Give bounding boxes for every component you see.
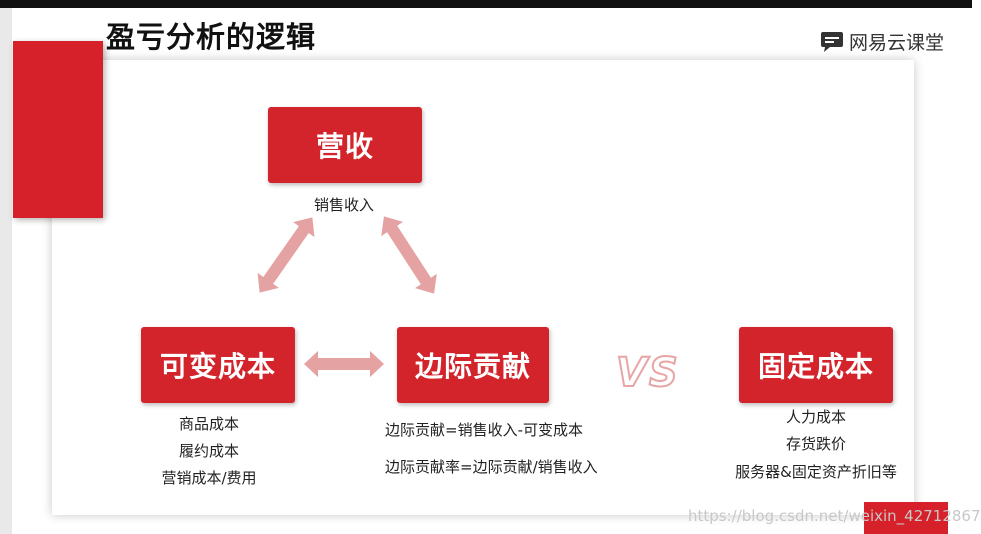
- node-contribution: 边际贡献: [397, 327, 549, 403]
- fixed-cost-item: 存货跌价: [785, 435, 846, 453]
- node-contribution-label: 边际贡献: [414, 350, 531, 383]
- node-revenue: 营收: [268, 107, 422, 183]
- brand-logo: 网易云课堂: [820, 28, 944, 55]
- contribution-formula: 边际贡献率=边际贡献/销售收入: [385, 458, 598, 476]
- node-revenue-desc: 销售收入: [314, 196, 375, 214]
- double-arrow-variable-cost-contribution: [304, 351, 384, 377]
- node-variable-cost: 可变成本: [141, 327, 295, 403]
- top-bar: [0, 0, 972, 8]
- node-revenue-label: 营收: [315, 130, 374, 163]
- variable-cost-item: 商品成本: [178, 415, 239, 433]
- decorative-red-block: [13, 41, 103, 218]
- watermark-text: https://blog.csdn.net/weixin_42712867: [688, 507, 981, 525]
- node-fixed-cost: 固定成本: [739, 327, 893, 403]
- slide-card: [52, 60, 914, 515]
- contribution-formula: 边际贡献=销售收入-可变成本: [385, 421, 583, 439]
- double-arrow-revenue-variable-cost: [257, 217, 315, 293]
- node-fixed-cost-label: 固定成本: [757, 350, 874, 383]
- chat-bubble-icon: [821, 31, 843, 52]
- vs-label: VS: [615, 349, 680, 397]
- variable-cost-item: 营销成本/费用: [161, 469, 257, 487]
- slide-title: 盈亏分析的逻辑: [106, 20, 317, 54]
- double-arrow-revenue-contribution: [381, 216, 437, 294]
- decorative-red-corner: [864, 502, 948, 534]
- fixed-cost-item: 人力成本: [785, 408, 846, 426]
- variable-cost-item: 履约成本: [178, 442, 239, 460]
- left-margin: [0, 8, 12, 534]
- brand-name: 网易云课堂: [849, 32, 945, 54]
- node-variable-cost-label: 可变成本: [159, 350, 276, 383]
- fixed-cost-item: 服务器&固定资产折旧等: [735, 463, 897, 481]
